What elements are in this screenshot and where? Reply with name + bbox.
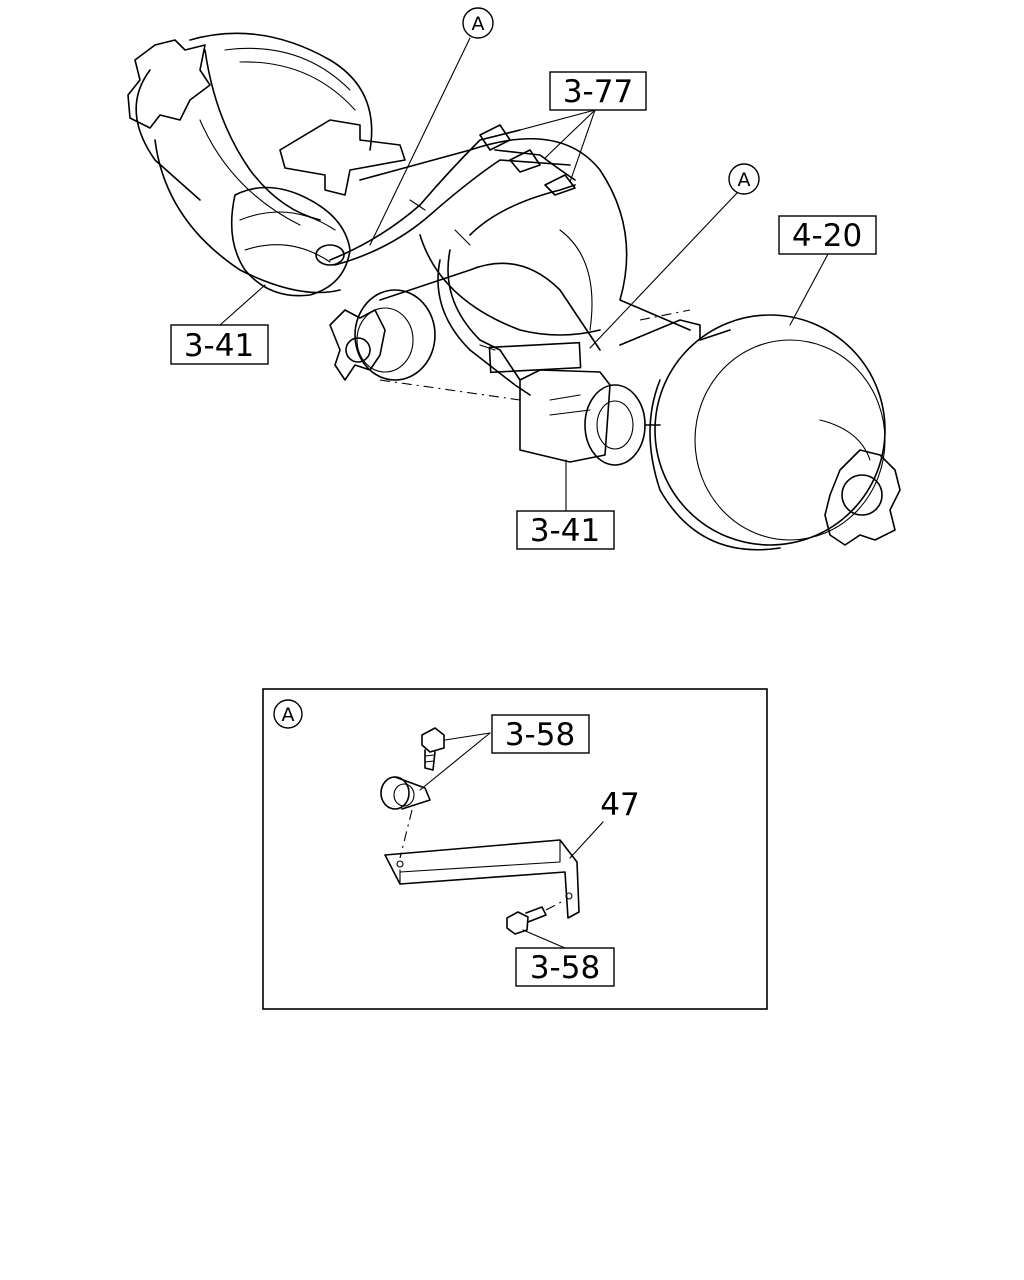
- pinion-flange: [329, 289, 436, 381]
- callout-a-right: A: [728, 163, 760, 195]
- left-wheel-hub: [127, 32, 406, 294]
- detail-a-panel: A: [262, 688, 768, 1010]
- bracket-47: [384, 839, 580, 919]
- right-wheel-hub: [619, 314, 901, 551]
- main-leaders: [219, 37, 829, 514]
- ref-label-3-77: 3-77: [549, 71, 647, 111]
- bolt-top: [421, 727, 445, 771]
- rear-axle-assembly: [127, 32, 901, 551]
- wiring-harness: [329, 124, 582, 396]
- axle-beam: [359, 137, 691, 401]
- left-sensor-assembly: [230, 186, 351, 297]
- detail-a-callout: A: [273, 699, 303, 729]
- svg-text:3-58: 3-58: [505, 717, 575, 753]
- leader-3-58-bottom: [522, 929, 566, 949]
- svg-text:A: A: [472, 13, 485, 35]
- ref-label-3-41-bottom: 3-41: [516, 510, 615, 550]
- ref-label-4-20: 4-20: [778, 215, 877, 255]
- leader-3-58-top-bolt: [444, 732, 491, 741]
- ref-label-3-41-left: 3-41: [170, 324, 269, 365]
- clip: [380, 776, 431, 810]
- svg-text:3-58: 3-58: [530, 950, 600, 986]
- svg-text:3-41: 3-41: [530, 513, 600, 549]
- svg-text:A: A: [282, 704, 295, 726]
- ref-label-3-58-top: 3-58: [491, 714, 590, 754]
- leader-47: [569, 821, 604, 859]
- svg-text:3-41: 3-41: [184, 328, 254, 364]
- callout-a-top: A: [462, 7, 494, 39]
- svg-text:A: A: [738, 169, 751, 191]
- right-sensor-assembly: [519, 369, 661, 466]
- leader-3-58-top-clip: [419, 732, 491, 791]
- bolt-bottom: [506, 899, 566, 935]
- svg-text:3-77: 3-77: [563, 74, 633, 110]
- ref-label-3-58-bottom: 3-58: [515, 947, 615, 987]
- svg-text:4-20: 4-20: [792, 218, 862, 254]
- ref-label-47: 47: [600, 787, 639, 823]
